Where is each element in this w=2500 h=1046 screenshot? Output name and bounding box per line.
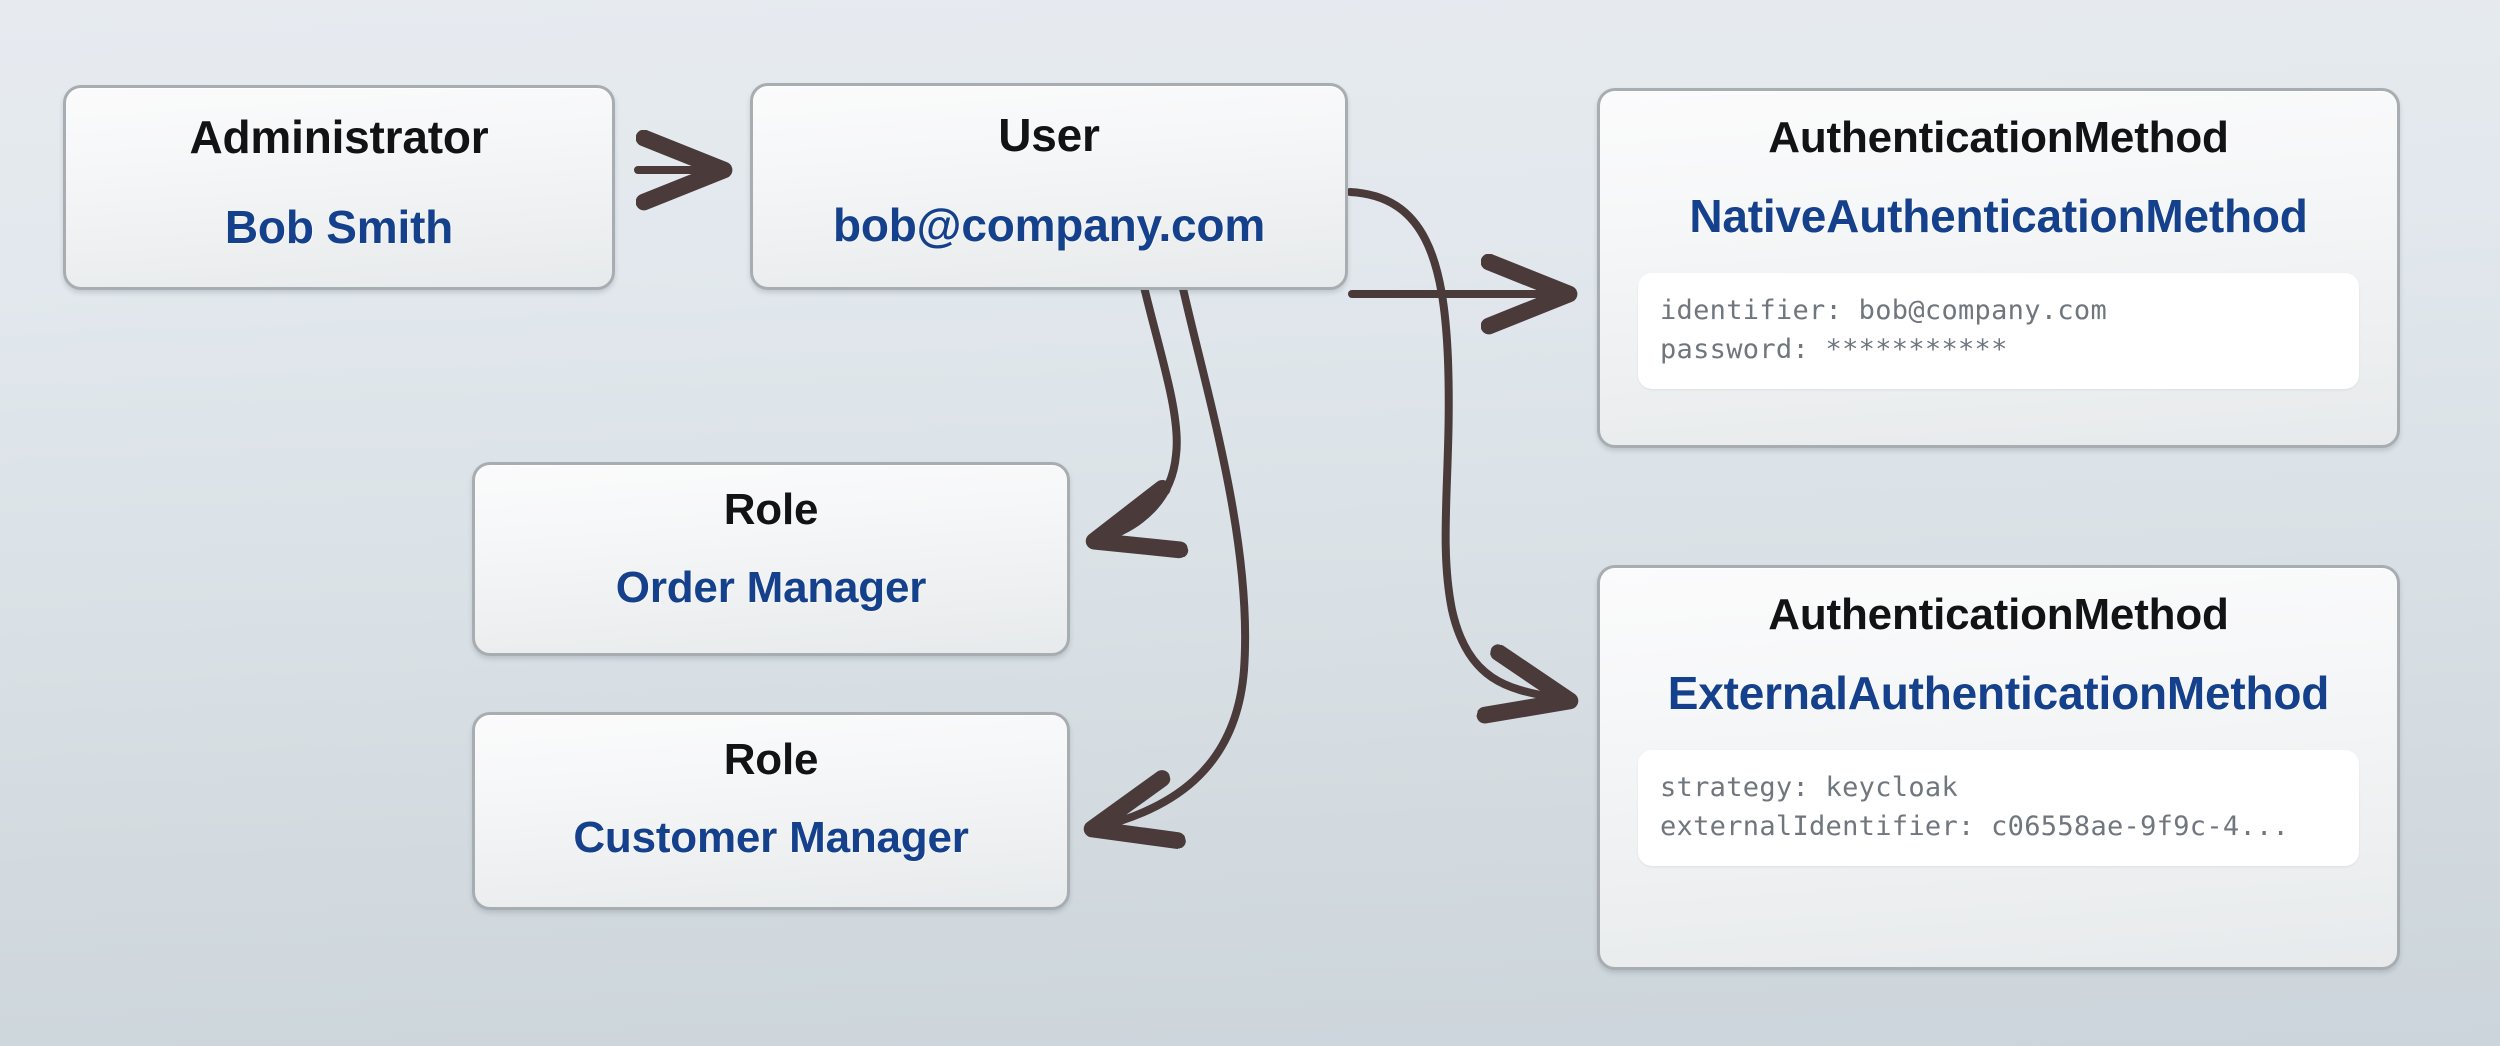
node-external-authentication-method[interactable]: AuthenticationMethod ExternalAuthenticat… [1597,565,2400,970]
native-auth-detail-password: password: *********** [1660,334,2008,366]
node-administrator[interactable]: Administrator Bob Smith [63,85,615,290]
native-auth-detail-panel: identifier: bob@company.com password: **… [1638,273,2359,390]
node-user[interactable]: User bob@company.com [750,83,1348,290]
native-auth-detail-identifier: identifier: bob@company.com [1660,295,2107,326]
node-external-authentication-method-name: ExternalAuthenticationMethod [1667,667,2330,719]
node-role-customer-manager[interactable]: Role Customer Manager [472,712,1070,910]
node-user-type: User [998,109,1100,161]
edge-user-to-role-order [1098,252,1177,540]
node-external-authentication-method-type: AuthenticationMethod [1768,590,2229,639]
external-auth-detail-strategy: strategy: keycloak [1660,772,1958,803]
node-native-authentication-method-type: AuthenticationMethod [1768,113,2229,162]
node-native-authentication-method-name: NativeAuthenticationMethod [1689,190,2308,242]
node-user-name: bob@company.com [832,199,1266,251]
edge-user-to-auth-external [1346,188,1566,700]
node-administrator-name: Bob Smith [224,201,454,253]
node-role-customer-manager-name: Customer Manager [573,813,969,862]
external-auth-detail-panel: strategy: keycloak externalIdentifier: c… [1638,750,2359,867]
node-administrator-type: Administrator [189,111,489,163]
node-role-order-manager-type: Role [723,485,819,534]
node-role-order-manager[interactable]: Role Order Manager [472,462,1070,656]
edge-user-to-role-customer [1096,252,1250,828]
node-role-customer-manager-type: Role [723,735,819,784]
node-native-authentication-method[interactable]: AuthenticationMethod NativeAuthenticatio… [1597,88,2400,448]
external-auth-detail-external-identifier: externalIdentifier: c06558ae-9f9c-4... [1660,811,2290,843]
node-role-order-manager-name: Order Manager [615,563,927,612]
